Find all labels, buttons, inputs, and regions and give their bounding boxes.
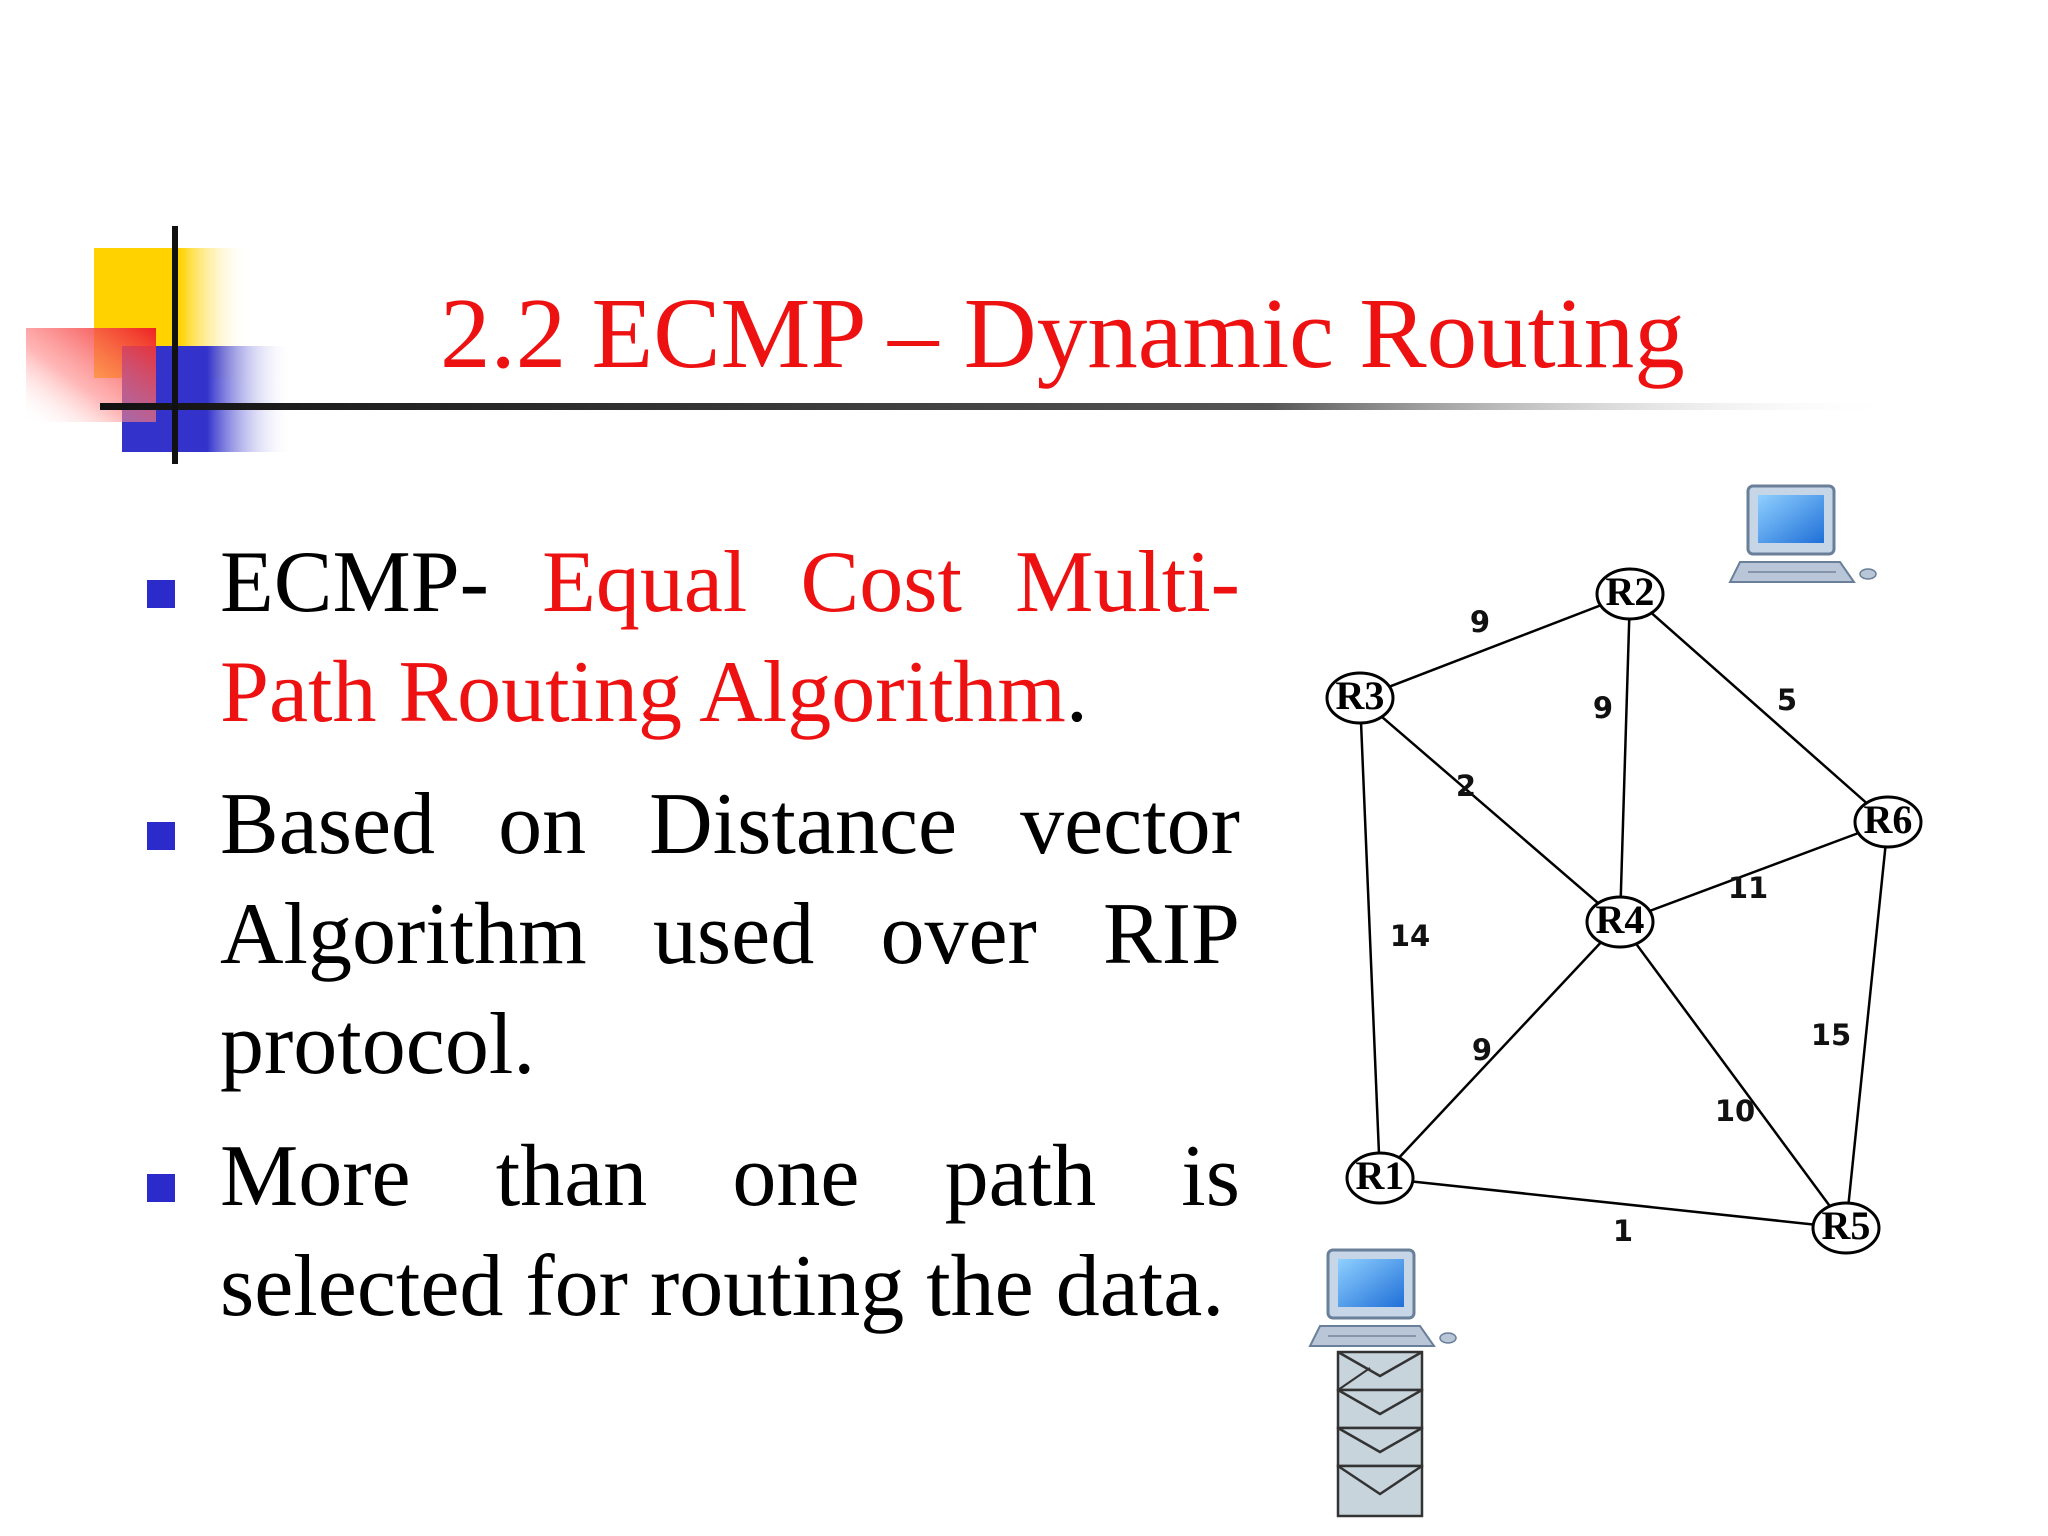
bullet-text: . <box>1065 644 1088 741</box>
edge-weight-label: 5 <box>1777 683 1797 717</box>
router-circle <box>1585 895 1655 949</box>
router-node-r5: R5 <box>1811 1201 1881 1255</box>
router-node-r6: R6 <box>1853 795 1923 849</box>
bullet-text: Based on Distance vector Algorithm used … <box>220 776 1240 1093</box>
edge-weight-label: 11 <box>1728 871 1768 905</box>
bullet-text: More than one path is selected for routi… <box>220 1128 1240 1335</box>
bullet-list: ECMP- Equal Cost Multi-Path Routing Algo… <box>140 528 1240 1364</box>
edge-r6-r4 <box>1619 820 1889 924</box>
edge-r2-r6 <box>1629 593 1889 823</box>
router-circle <box>1595 567 1665 621</box>
deco-yellow-square <box>94 248 250 378</box>
edge-r2-r4 <box>1618 593 1632 923</box>
edge-weight-label: 10 <box>1715 1094 1755 1128</box>
router-label: R6 <box>1864 797 1913 842</box>
edge-layer: 9 5 9 2 11 14 15 9 10 1 <box>1358 592 1890 1248</box>
computer-icon <box>1728 484 1877 583</box>
computer-icon <box>1308 1248 1457 1347</box>
packet-stack-icon <box>1336 1350 1424 1518</box>
edge-weight-label: 2 <box>1456 769 1476 803</box>
title-rule <box>100 403 1900 410</box>
edge-weight-label: 9 <box>1470 605 1490 639</box>
edge-weight-label: 1 <box>1613 1214 1633 1248</box>
router-node-r1: R1 <box>1345 1151 1415 1205</box>
bullet-text: ECMP- <box>220 534 543 631</box>
router-circle <box>1325 671 1395 725</box>
bullet-ecmp-definition: ECMP- Equal Cost Multi-Path Routing Algo… <box>140 528 1240 748</box>
edge-r3-r1 <box>1358 697 1382 1179</box>
router-node-r3: R3 <box>1325 671 1395 725</box>
router-label: R2 <box>1606 569 1655 614</box>
router-label: R5 <box>1822 1203 1871 1248</box>
bullet-highlight: Equal Cost Multi-Path Routing Algorithm <box>220 534 1240 741</box>
deco-red-square <box>26 328 156 422</box>
bullet-distance-vector: Based on Distance vector Algorithm used … <box>140 770 1240 1100</box>
edge-weight-label: 9 <box>1593 691 1613 725</box>
router-label: R3 <box>1336 673 1385 718</box>
router-circle <box>1345 1151 1415 1205</box>
bullet-multiple-paths: More than one path is selected for routi… <box>140 1122 1240 1342</box>
deco-vertical-bar <box>172 226 178 464</box>
slide-title: 2.2 ECMP – Dynamic Routing <box>440 277 1685 389</box>
edge-r4-r5 <box>1618 921 1848 1229</box>
edge-r3-r4 <box>1359 697 1621 923</box>
edge-weight-label: 14 <box>1390 919 1430 953</box>
edge-r4-r1 <box>1379 921 1621 1179</box>
router-circle <box>1811 1201 1881 1255</box>
router-label: R4 <box>1596 897 1645 942</box>
bullet-square-icon <box>147 1174 175 1202</box>
router-node-r2: R2 <box>1595 567 1665 621</box>
edge-r1-r5 <box>1379 1176 1847 1230</box>
router-label: R1 <box>1356 1153 1405 1198</box>
edge-r3-r2 <box>1359 592 1631 700</box>
edge-weight-label: 15 <box>1811 1018 1851 1052</box>
deco-blue-square <box>122 346 292 452</box>
bullet-square-icon <box>147 822 175 850</box>
router-node-r4: R4 <box>1585 895 1655 949</box>
bullet-square-icon <box>147 580 175 608</box>
router-circle <box>1853 795 1923 849</box>
edge-weight-label: 9 <box>1472 1033 1492 1067</box>
edge-r6-r5 <box>1844 821 1890 1229</box>
